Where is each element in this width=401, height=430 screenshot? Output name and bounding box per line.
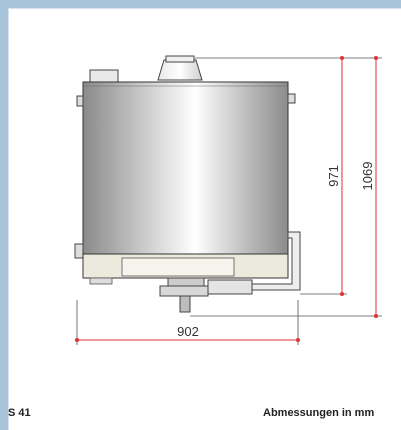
burner-nozzle: [179, 295, 191, 313]
dim-outer-mark-bottom: [374, 314, 378, 318]
dim-inner-mark-bottom: [340, 292, 344, 296]
dim-width-mark-right: [296, 338, 300, 342]
dim-width-mark-left: [75, 338, 79, 342]
boiler-body: [82, 81, 289, 255]
side-port-left: [74, 243, 84, 259]
side-fitting-left: [76, 95, 84, 107]
dim-height-inner-label: 971: [326, 165, 341, 187]
dim-outer-mark-top: [374, 56, 378, 60]
units-label: Abmessungen in mm: [263, 407, 375, 419]
model-label: S 41: [8, 407, 31, 419]
dim-height-outer-label: 1069: [360, 162, 375, 191]
burner-body: [159, 285, 209, 297]
valve-assembly: [207, 279, 253, 295]
base-recess: [121, 257, 235, 277]
base-foot-left: [89, 277, 113, 285]
top-connector: [89, 69, 119, 83]
dim-inner-mark-top: [340, 56, 344, 60]
burner-plate: [167, 277, 205, 287]
flue-collar: [165, 55, 195, 63]
dim-width-label: 902: [177, 324, 199, 339]
flue-outlet: [157, 59, 203, 81]
side-fitting-right: [287, 93, 296, 104]
